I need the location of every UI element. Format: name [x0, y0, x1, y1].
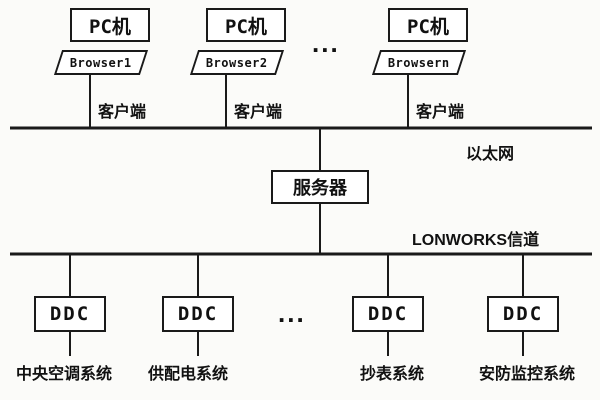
browser-shape-3: Browsern — [371, 50, 467, 75]
pc-label-1: PC机 — [89, 15, 131, 38]
ellipsis-top: ... — [312, 28, 340, 58]
pc-box-2: PC机 — [206, 8, 286, 42]
ddc-label-4: DDC — [502, 303, 544, 325]
ellipsis-bottom: ... — [278, 298, 306, 328]
ddc-label-2: DDC — [177, 303, 219, 325]
system-label-1: 中央空调系统 — [15, 366, 113, 383]
ddc-box-1: DDC — [34, 296, 106, 332]
browser-label-3: Browsern — [388, 55, 450, 70]
client-label-3: 客户端 — [416, 104, 465, 121]
system-label-3: 抄表系统 — [359, 366, 425, 383]
browser-shape-1: Browser1 — [53, 50, 149, 75]
pc-box-3: PC机 — [388, 8, 468, 42]
browser-label-2: Browser2 — [206, 55, 268, 70]
client-label-2: 客户端 — [234, 104, 283, 121]
ddc-label-3: DDC — [367, 303, 409, 325]
server-box: 服务器 — [271, 170, 369, 204]
pc-label-2: PC机 — [225, 15, 267, 38]
ddc-box-2: DDC — [162, 296, 234, 332]
lonworks-label: LONWORKS信道 — [412, 232, 540, 249]
browser-shape-2: Browser2 — [189, 50, 285, 75]
ddc-box-3: DDC — [352, 296, 424, 332]
system-label-4: 安防监控系统 — [478, 366, 576, 383]
system-label-2: 供配电系统 — [147, 366, 229, 383]
ethernet-label: 以太网 — [466, 146, 515, 163]
ddc-label-1: DDC — [49, 303, 91, 325]
client-label-1: 客户端 — [98, 104, 147, 121]
pc-label-3: PC机 — [407, 15, 449, 38]
server-label: 服务器 — [293, 178, 347, 198]
pc-box-1: PC机 — [70, 8, 150, 42]
ddc-box-4: DDC — [487, 296, 559, 332]
browser-label-1: Browser1 — [70, 55, 132, 70]
